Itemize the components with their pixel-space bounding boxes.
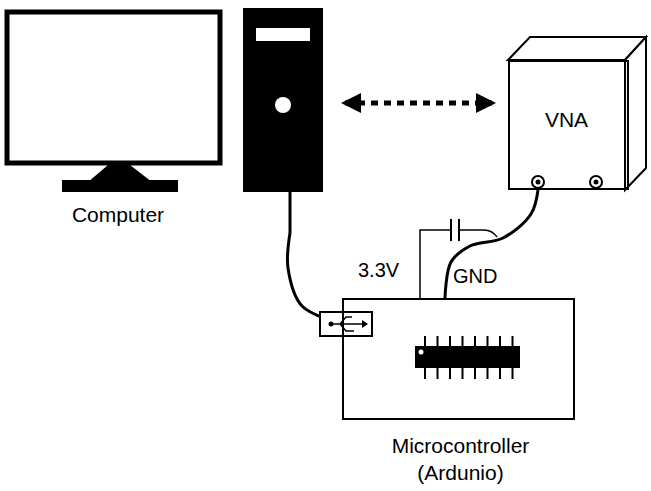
capacitor-wire: [459, 230, 497, 237]
ic-pin: [462, 368, 464, 379]
ic-pin: [424, 336, 426, 346]
ic-pins: [425, 336, 513, 379]
usb-icon: [329, 322, 334, 327]
ic-pin: [474, 336, 476, 346]
vna-port: [590, 176, 602, 188]
usb-plug: [320, 312, 372, 336]
ic-pin: [512, 336, 514, 346]
ic-pin: [474, 368, 476, 379]
ic-pin: [437, 336, 439, 346]
capacitor-symbol: [451, 219, 459, 241]
drive-slot: [256, 28, 310, 41]
ic-pin: [424, 368, 426, 379]
node-label: Computer: [5, 201, 231, 228]
ic-pin: [462, 336, 464, 346]
node-label: VNA: [510, 106, 623, 133]
ic-pin: [487, 368, 489, 379]
power-button: [275, 97, 291, 113]
ic-pin: [512, 368, 514, 379]
ic-pin: [499, 368, 501, 379]
signal-label: 3.3V: [358, 258, 399, 282]
signal-label: GND: [453, 264, 497, 288]
vna-port-pin: [536, 180, 541, 185]
usb-icon: [362, 320, 368, 328]
pin-one-dot: [419, 350, 424, 355]
monitor-base: [62, 180, 178, 192]
usb-cable: [288, 233, 342, 324]
vna-port-pin: [594, 180, 599, 185]
vna-box: VNA: [508, 60, 629, 190]
usb-icon: [330, 317, 362, 331]
ic-chip: [415, 346, 520, 368]
usb-cable: [289, 192, 292, 233]
supply-wire: [420, 230, 451, 298]
monitor-stand: [88, 165, 152, 182]
ic-pin: [499, 336, 501, 346]
monitor-screen: [7, 12, 220, 163]
ic-pin: [449, 336, 451, 346]
data-link-arrow: [345, 101, 492, 106]
coax-cable: [445, 190, 538, 298]
ic-pin: [437, 368, 439, 379]
vna-port: [532, 176, 544, 188]
ic-pin: [449, 368, 451, 379]
node-label: Microcontroller (Ardunio): [368, 432, 553, 487]
ic-pin: [487, 336, 489, 346]
vna-top-face: [508, 37, 646, 60]
computer-tower: [243, 8, 323, 192]
microcontroller-board: Microcontroller (Ardunio): [342, 298, 575, 420]
computer-group: Computer: [5, 5, 335, 233]
